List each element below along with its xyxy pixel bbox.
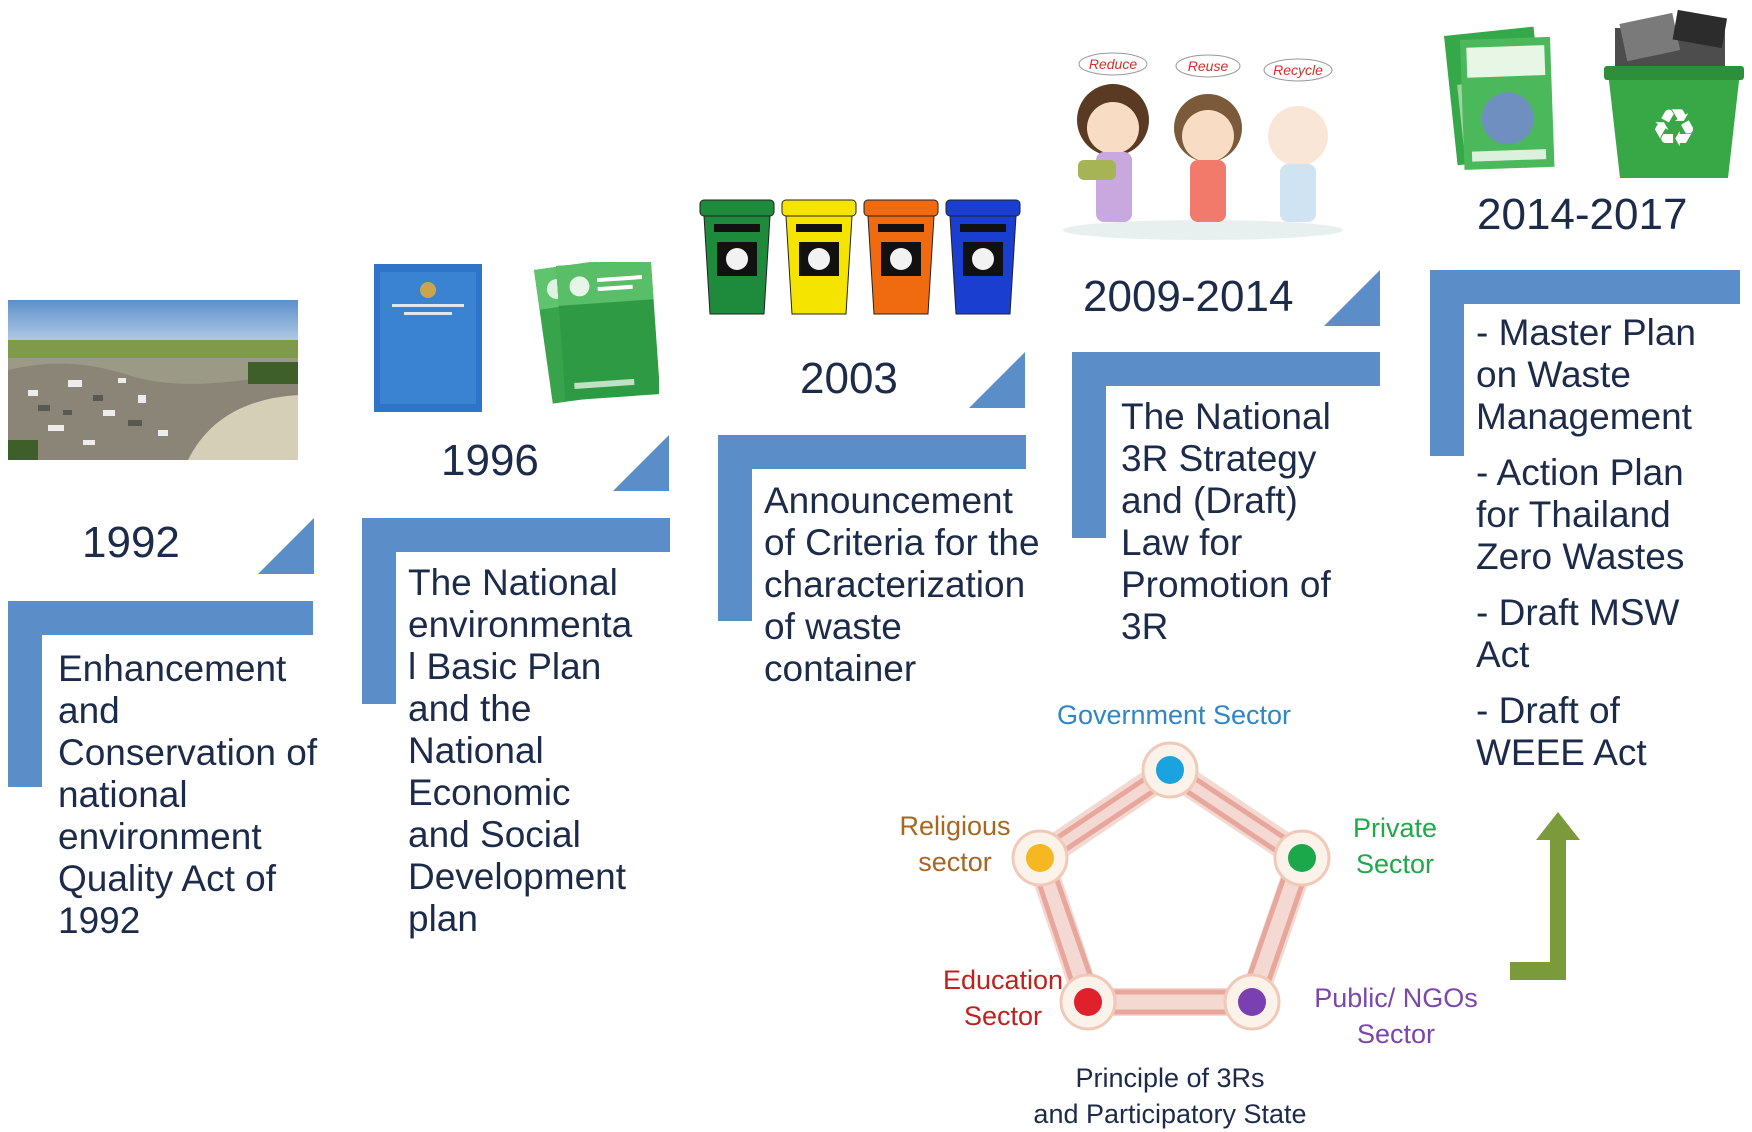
step-2014-bar-horizontal xyxy=(1430,270,1740,304)
kid-label-reuse: Reuse xyxy=(1188,58,1229,74)
bullet-item: - Draft of WEEE Act xyxy=(1476,690,1647,773)
step-2003-bar-vertical xyxy=(718,435,752,621)
kid-label-reduce: Reduce xyxy=(1089,56,1137,72)
step-2003-corner-triangle xyxy=(969,352,1025,408)
node-label-government: Government Sector xyxy=(1056,700,1292,730)
landfill-photo-image xyxy=(8,300,298,460)
waste-bin-icon xyxy=(699,199,775,315)
node-government-dot xyxy=(1156,756,1184,784)
step-1992-description: Enhancement and Conservation of national… xyxy=(58,648,318,941)
step-2003-description: Announcement of Criteria for the charact… xyxy=(764,480,1040,689)
year-label-1996: 1996 xyxy=(441,436,539,485)
step-2009-bar-vertical xyxy=(1072,352,1106,538)
step-2014-bar-vertical xyxy=(1430,270,1464,456)
pentagon-caption: Principle of 3Rs and Participatory State xyxy=(1033,1063,1307,1129)
waste-bin-icon xyxy=(863,199,939,315)
year-label-2014-2017: 2014-2017 xyxy=(1477,190,1688,239)
step-1996-bar-vertical xyxy=(362,518,396,704)
node-label-education: Education Sector xyxy=(942,965,1064,1031)
node-public-ngos-dot xyxy=(1238,988,1266,1016)
node-label-religious: Religious sector xyxy=(899,811,1011,877)
year-label-2009-2014: 2009-2014 xyxy=(1083,272,1294,321)
waste-bin-icon xyxy=(781,199,857,315)
step-2014-bullet-list: - Master Plan on Waste Management - Acti… xyxy=(1476,312,1746,788)
plan-covers-and-recycle-bin-image: ♻ xyxy=(1444,9,1744,178)
step-1996-corner-triangle xyxy=(613,435,669,491)
step-1996-bar-horizontal xyxy=(362,518,670,552)
step-1992-bar-horizontal xyxy=(8,601,313,635)
step-1992-bar-vertical xyxy=(8,601,42,787)
node-label-public-ngos: Public/ NGOs Sector xyxy=(1314,983,1478,1049)
waste-bins-image xyxy=(696,198,1026,318)
step-1992-corner-triangle xyxy=(258,518,314,574)
bins-svg xyxy=(699,199,1021,315)
recycle-symbol-icon: ♻ xyxy=(1651,99,1698,159)
step-2009-corner-triangle xyxy=(1324,270,1380,326)
green-up-arrow-icon xyxy=(1510,812,1580,980)
node-religious-dot xyxy=(1026,844,1054,872)
recycle-bin-icon: ♻ xyxy=(1604,9,1744,178)
bullet-item: - Draft MSW Act xyxy=(1476,592,1680,675)
year-label-2003: 2003 xyxy=(800,354,898,403)
node-education-dot xyxy=(1074,988,1102,1016)
step-2009-bar-horizontal xyxy=(1072,352,1380,386)
step-1996-description: The National environmenta l Basic Plan a… xyxy=(408,562,633,939)
step-2009-description: The National 3R Strategy and (Draft) Law… xyxy=(1121,396,1331,647)
kid-label-recycle: Recycle xyxy=(1273,62,1323,78)
bullet-item: - Master Plan on Waste Management xyxy=(1476,312,1697,437)
waste-bin-icon xyxy=(945,199,1021,315)
bullet-item: - Action Plan for Thailand Zero Wastes xyxy=(1476,452,1685,577)
node-private-dot xyxy=(1288,844,1316,872)
3r-kids-illustration: Reduce Reuse Recycle xyxy=(1063,52,1343,240)
plan-booklets-image xyxy=(374,262,659,412)
step-2003-bar-horizontal xyxy=(718,435,1026,469)
participation-pentagon-diagram xyxy=(1011,741,1331,1031)
year-label-1992: 1992 xyxy=(82,518,180,567)
node-label-private: Private Sector xyxy=(1352,813,1438,879)
